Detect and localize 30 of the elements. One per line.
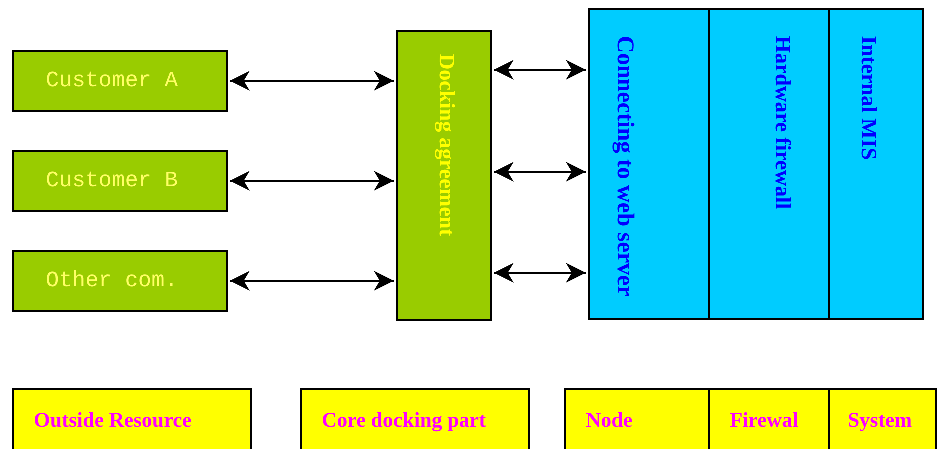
customer-box [12, 150, 228, 212]
double-arrow [494, 263, 586, 283]
category-box [828, 388, 937, 449]
node-label: Internal MIS [856, 36, 882, 160]
docking-box [396, 30, 492, 321]
node-label: Customer B [46, 168, 178, 194]
double-arrow [230, 271, 394, 291]
node-label: Core docking part [322, 408, 486, 433]
category-box [12, 388, 252, 449]
category-box [300, 388, 530, 449]
customer-box [12, 50, 228, 112]
node-label: Other com. [46, 268, 178, 294]
node-label: Node [586, 408, 633, 433]
node-label: Firewal [730, 408, 798, 433]
mis-column [828, 8, 924, 320]
node-label: Customer A [46, 68, 178, 94]
node-label: Docking agreement [434, 54, 460, 236]
node-label: Outside Resource [34, 408, 192, 433]
partner-box [12, 250, 228, 312]
category-box [564, 388, 710, 449]
server-column [588, 8, 710, 320]
category-box [708, 388, 830, 449]
firewall-column [708, 8, 830, 320]
double-arrow [230, 171, 394, 191]
double-arrow [230, 71, 394, 91]
node-label: Hardware firewall [770, 36, 796, 210]
node-label: System [848, 408, 912, 433]
double-arrow [494, 60, 586, 80]
double-arrow [494, 162, 586, 182]
node-label: Connecting to web server [611, 36, 639, 299]
